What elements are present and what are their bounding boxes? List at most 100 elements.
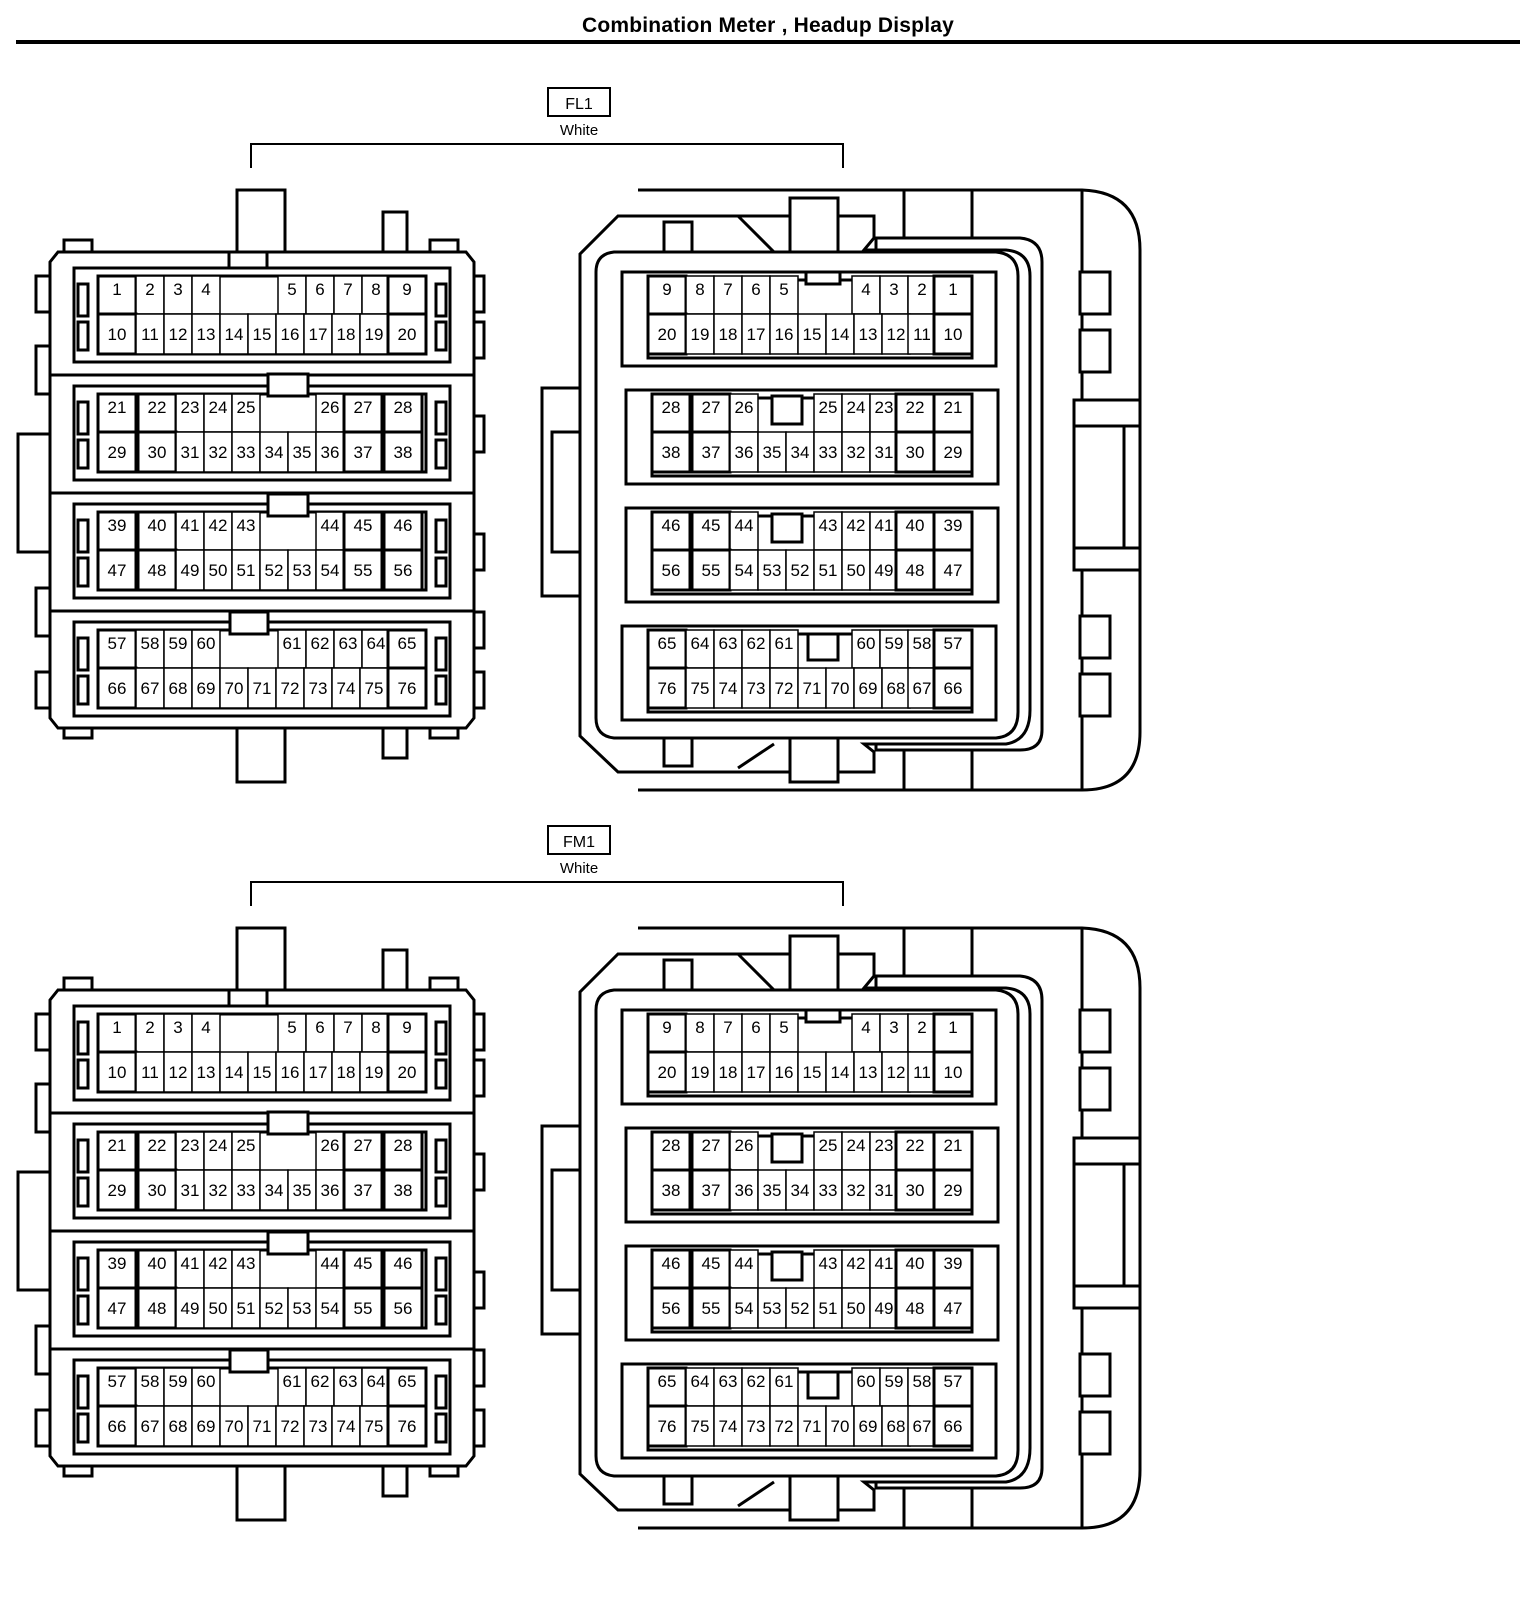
- female-terminal-number: 31: [181, 1181, 200, 1200]
- male-terminal-number: 54: [735, 1299, 754, 1318]
- male-terminal-number: 4: [861, 1018, 870, 1037]
- female-terminal-number: 16: [281, 325, 300, 344]
- male-cavity: [813, 431, 843, 473]
- male-terminal-number: 33: [819, 1181, 838, 1200]
- male-cavity: [932, 1286, 974, 1330]
- female-terminal-number: 56: [394, 1299, 413, 1318]
- female-terminal-number: 44: [321, 516, 340, 535]
- female-cavity: [259, 1169, 289, 1211]
- male-cavity: [729, 1131, 759, 1171]
- female-cavity: [315, 549, 345, 591]
- male-terminal-number: 15: [803, 325, 822, 344]
- female-cavity: [315, 393, 345, 433]
- male-terminal-number: 16: [775, 1063, 794, 1082]
- female-cavity: [219, 667, 249, 709]
- female-terminal-number: 6: [315, 1018, 324, 1037]
- female-terminal-number: 61: [283, 634, 302, 653]
- male-cavity: [685, 1405, 715, 1447]
- female-cavity: [96, 392, 138, 434]
- female-terminal-number: 15: [253, 325, 272, 344]
- male-terminal-number: 60: [857, 1372, 876, 1391]
- male-terminal-number: 22: [906, 1136, 925, 1155]
- female-terminal-number: 40: [148, 516, 167, 535]
- female-terminal-number: 70: [225, 679, 244, 698]
- female-terminal-number: 42: [209, 516, 228, 535]
- male-terminal-number: 9: [662, 280, 671, 299]
- male-terminal-number: 17: [747, 1063, 766, 1082]
- male-terminal-number: 52: [791, 561, 810, 580]
- male-cavity: [757, 431, 787, 473]
- female-terminal-number: 50: [209, 561, 228, 580]
- female-terminal-number: 29: [108, 443, 127, 462]
- male-terminal-number: 42: [847, 516, 866, 535]
- male-terminal-number: 53: [763, 561, 782, 580]
- male-terminal-number: 37: [702, 1181, 721, 1200]
- female-terminal-number: 74: [337, 679, 356, 698]
- female-cavity: [315, 1169, 345, 1211]
- male-terminal-number: 50: [847, 1299, 866, 1318]
- female-terminal-number: 12: [169, 325, 188, 344]
- female-terminal-number: 3: [173, 1018, 182, 1037]
- male-cavity: [932, 548, 974, 592]
- male-terminal-number: 40: [906, 516, 925, 535]
- female-cavity: [96, 548, 138, 592]
- male-terminal-number: 73: [747, 679, 766, 698]
- male-cavity: [713, 667, 743, 709]
- female-terminal-number: 15: [253, 1063, 272, 1082]
- female-terminal-number: 2: [145, 1018, 154, 1037]
- female-terminal-number: 73: [309, 679, 328, 698]
- male-cavity: [907, 1051, 937, 1093]
- female-terminal-number: 72: [281, 679, 300, 698]
- female-cavity: [247, 1051, 277, 1093]
- male-terminal-number: 34: [791, 443, 810, 462]
- male-terminal-number: 54: [735, 561, 754, 580]
- male-terminal-number: 46: [662, 1254, 681, 1273]
- female-terminal-number: 19: [365, 1063, 384, 1082]
- female-terminal-number: 53: [293, 1299, 312, 1318]
- female-cavity: [136, 430, 178, 474]
- female-cavity: [359, 313, 389, 355]
- male-terminal-number: 69: [859, 1417, 878, 1436]
- male-terminal-number: 27: [702, 398, 721, 417]
- female-cavity: [96, 1286, 138, 1330]
- male-terminal-number: 10: [944, 1063, 963, 1082]
- female-cavity: [333, 1367, 363, 1407]
- male-terminal-number: 66: [944, 679, 963, 698]
- male-cavity: [853, 1051, 883, 1093]
- title-rule: [16, 40, 1520, 44]
- male-terminal-number: 43: [819, 516, 838, 535]
- female-terminal-number: 37: [354, 1181, 373, 1200]
- female-cavity: [259, 1287, 289, 1329]
- male-cavity: [932, 312, 974, 356]
- female-terminal-number: 66: [108, 679, 127, 698]
- female-cavity: [135, 1013, 165, 1053]
- female-terminal-number: 32: [209, 1181, 228, 1200]
- connector-fm1-color: White: [560, 860, 598, 877]
- male-terminal-number: 3: [889, 1018, 898, 1037]
- male-cavity: [825, 667, 855, 709]
- male-terminal-number: 41: [875, 1254, 894, 1273]
- male-cavity: [785, 1287, 815, 1329]
- male-terminal-number: 8: [695, 280, 704, 299]
- male-cavity: [646, 1050, 688, 1094]
- female-terminal-number: 8: [371, 280, 380, 299]
- female-terminal-number: 69: [197, 1417, 216, 1436]
- female-cavity: [163, 667, 193, 709]
- male-terminal-number: 75: [691, 679, 710, 698]
- female-terminal-number: 24: [209, 398, 228, 417]
- male-terminal-number: 48: [906, 561, 925, 580]
- male-terminal-number: 7: [723, 1018, 732, 1037]
- male-terminal-number: 59: [885, 634, 904, 653]
- male-terminal-number: 76: [658, 679, 677, 698]
- male-terminal-number: 17: [747, 325, 766, 344]
- male-terminal-number: 70: [831, 1417, 850, 1436]
- male-terminal-number: 14: [831, 1063, 850, 1082]
- male-terminal-number: 47: [944, 1299, 963, 1318]
- female-terminal-number: 48: [148, 561, 167, 580]
- male-cavity: [650, 548, 692, 592]
- female-cavity: [175, 431, 205, 473]
- female-cavity: [231, 1287, 261, 1329]
- female-terminal-number: 11: [141, 1063, 159, 1082]
- female-terminal-number: 20: [398, 325, 417, 344]
- male-terminal-number: 69: [859, 679, 878, 698]
